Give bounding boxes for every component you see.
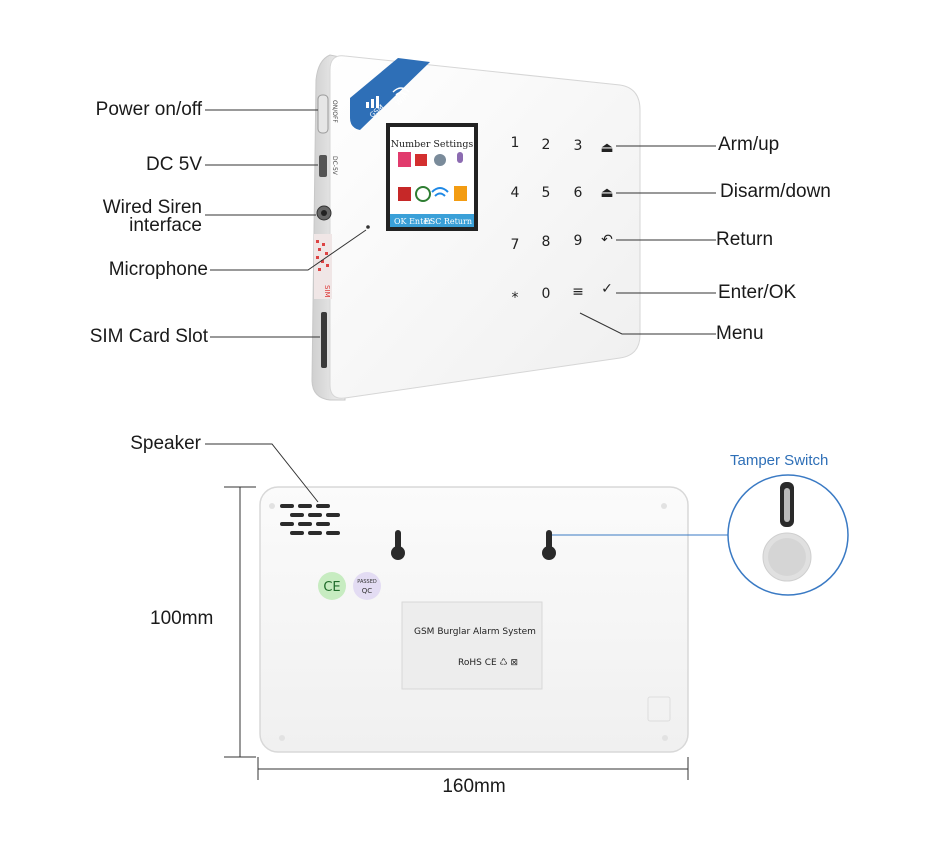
speaker-grille xyxy=(280,504,340,535)
key-9[interactable]: 9 xyxy=(574,233,583,249)
screen-title: Number Settings xyxy=(391,139,474,150)
label-dc: DC 5V xyxy=(146,154,202,175)
product-label-title: GSM Burglar Alarm System xyxy=(414,627,536,637)
screw-dots xyxy=(269,503,668,741)
speaker-leader-line xyxy=(205,443,319,503)
label-disarm: Disarm/down xyxy=(720,181,831,202)
label-menu: Menu xyxy=(716,323,764,344)
screen-esc-text: ESC Return xyxy=(424,217,472,226)
sim-card-slot[interactable] xyxy=(321,312,327,368)
key-menu[interactable]: ≡ xyxy=(572,284,584,300)
key-8[interactable]: 8 xyxy=(542,234,551,250)
key-star[interactable]: * xyxy=(512,290,519,306)
key-1[interactable]: 1 xyxy=(511,135,520,151)
qc-sticker-qc: QC xyxy=(362,587,373,595)
gear-icon xyxy=(434,154,446,166)
onoff-side-text: ON/OFF xyxy=(331,100,338,123)
key-enter[interactable]: ✓ xyxy=(601,281,613,297)
power-switch[interactable] xyxy=(317,94,329,134)
key-return[interactable]: ↶ xyxy=(601,232,613,248)
gift-icon xyxy=(415,154,427,166)
label-power: Power on/off xyxy=(95,99,202,120)
key-disarm[interactable]: ⏏ xyxy=(600,185,613,201)
microphone-hole xyxy=(366,225,370,229)
key-6[interactable]: 6 xyxy=(574,185,583,201)
ce-sticker xyxy=(318,572,346,600)
product-label-marks: RoHS CE ♺ ⊠ xyxy=(458,658,518,668)
label-width: 160mm xyxy=(442,776,506,797)
key-2[interactable]: 2 xyxy=(542,137,551,153)
label-sim-slot: SIM Card Slot xyxy=(89,326,208,347)
key-7[interactable]: 7 xyxy=(511,237,520,253)
settings-icon xyxy=(454,186,467,201)
keyhole-right xyxy=(542,530,556,560)
label-microphone: Microphone xyxy=(108,259,208,280)
lcd-screen: Number Settings OK Enter ESC Return xyxy=(386,123,478,231)
keyhole-left xyxy=(391,530,405,560)
keypad: 1 2 3 ⏏ 4 5 6 ⏏ 7 8 9 ↶ * 0 ≡ ✓ xyxy=(511,135,614,306)
clock-icon xyxy=(415,186,431,202)
key-4[interactable]: 4 xyxy=(511,185,520,201)
wifi-screen-icon xyxy=(431,187,449,197)
screen-ok-text: OK Enter xyxy=(394,217,432,226)
radio-icon xyxy=(398,187,411,201)
label-speaker: Speaker xyxy=(130,433,201,454)
label-siren-line2: interface xyxy=(129,215,202,236)
sim-cover xyxy=(647,696,671,722)
dc-port xyxy=(319,155,327,177)
label-enter: Enter/OK xyxy=(718,282,797,303)
label-arm: Arm/up xyxy=(718,134,780,155)
dimension-height xyxy=(224,486,256,758)
mic-icon xyxy=(457,152,463,163)
dc5v-side-text: DC-5V xyxy=(331,156,338,176)
label-return: Return xyxy=(716,229,774,250)
key-3[interactable]: 3 xyxy=(574,138,583,154)
label-height: 100mm xyxy=(150,608,214,629)
dimension-width xyxy=(257,757,689,780)
ce-sticker-text: CE xyxy=(323,580,340,595)
qc-sticker xyxy=(353,572,381,600)
label-tamper: Tamper Switch xyxy=(730,452,829,469)
qc-sticker-passed: PASSED xyxy=(357,579,377,585)
key-0[interactable]: 0 xyxy=(542,286,551,302)
label-siren-line1: Wired Siren xyxy=(102,197,202,218)
phonebook-icon xyxy=(398,152,411,167)
product-label xyxy=(401,601,543,690)
front-leader-lines xyxy=(205,109,716,338)
key-5[interactable]: 5 xyxy=(542,185,551,201)
sim-side-text: SIM xyxy=(323,285,331,298)
key-arm[interactable]: ⏏ xyxy=(600,140,613,156)
